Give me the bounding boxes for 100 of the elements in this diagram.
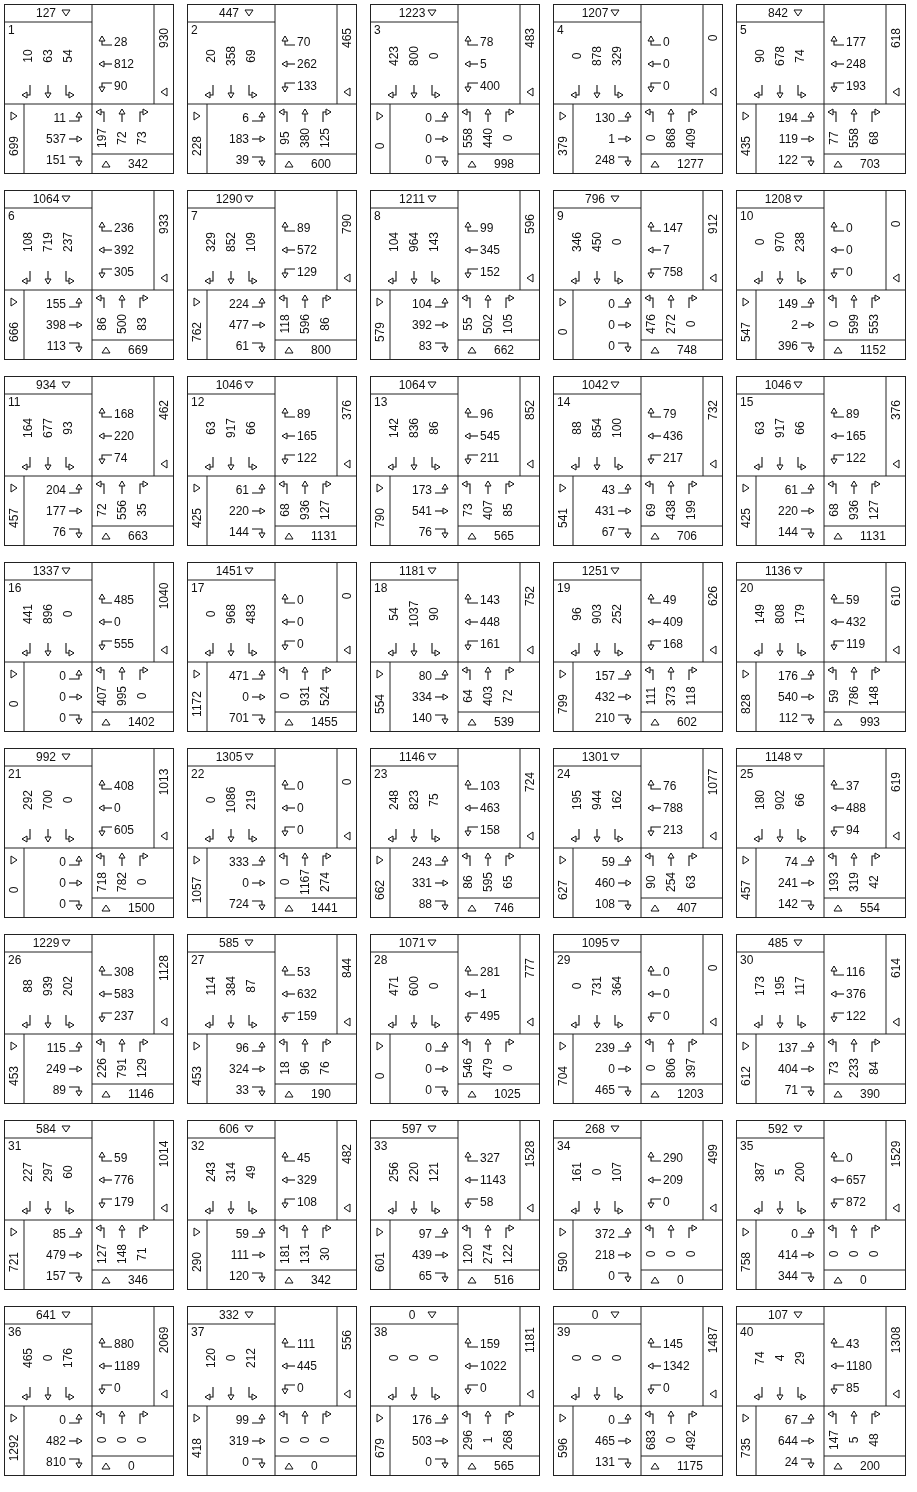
- turn-count: 441: [21, 604, 35, 624]
- turn-count: 45: [297, 1151, 311, 1165]
- turn-count: 86: [427, 421, 441, 435]
- approach-total: 379: [556, 136, 570, 156]
- turn-count: 77: [827, 131, 841, 145]
- turn-count: 0: [297, 593, 304, 607]
- approach-total: 699: [7, 136, 21, 156]
- turn-count: 644: [777, 1434, 798, 1448]
- approach-total: 852: [523, 400, 537, 420]
- turn-count: 61: [235, 483, 249, 497]
- turn-count: 262: [297, 57, 318, 71]
- turn-count: 823: [407, 790, 421, 810]
- turn-count: 28: [114, 35, 128, 49]
- turn-count: 104: [411, 297, 432, 311]
- approach-total: 721: [7, 1252, 21, 1272]
- turn-count: 432: [846, 615, 867, 629]
- turn-count: 0: [242, 876, 249, 890]
- turn-count: 59: [114, 1151, 128, 1165]
- approach-total: 332: [219, 1308, 239, 1322]
- approach-total: 758: [739, 1252, 753, 1272]
- turn-count: 0: [95, 1436, 109, 1444]
- approach-total: 1136: [765, 564, 791, 578]
- turn-count: 290: [663, 1151, 684, 1165]
- turn-count: 197: [95, 128, 109, 148]
- turn-count: 0: [590, 1168, 604, 1176]
- approach-total: 748: [677, 343, 698, 357]
- turn-count: 224: [228, 297, 249, 311]
- turn-count: 334: [411, 690, 432, 704]
- turn-count: 373: [664, 686, 678, 706]
- approach-total: 596: [523, 214, 537, 234]
- intersection-card: [4, 748, 174, 918]
- turn-count: 0: [59, 1413, 66, 1427]
- approach-total: 0: [340, 592, 354, 600]
- turn-count: 193: [846, 79, 867, 93]
- intersection-card: [736, 1306, 906, 1476]
- turn-count: 0: [827, 320, 841, 328]
- turn-count: 0: [663, 79, 670, 93]
- turn-count: 54: [387, 607, 401, 621]
- turn-count: 100: [610, 418, 624, 438]
- approach-total: 1131: [311, 529, 337, 543]
- turn-count: 43: [846, 1337, 860, 1351]
- turn-count: 791: [115, 1058, 129, 1078]
- turn-count: 108: [21, 232, 35, 252]
- turn-count: 0: [425, 1083, 432, 1097]
- turn-count: 152: [480, 265, 501, 279]
- turn-count: 88: [570, 421, 584, 435]
- approach-total: 1146: [128, 1087, 154, 1101]
- turn-count: 61: [235, 339, 249, 353]
- turn-count: 358: [224, 46, 238, 66]
- turn-count: 683: [644, 1430, 658, 1450]
- turn-count: 524: [318, 686, 332, 706]
- turn-count: 409: [684, 128, 698, 148]
- turn-count: 0: [41, 1354, 55, 1362]
- turn-count: 129: [135, 1058, 149, 1078]
- turn-count: 396: [777, 339, 798, 353]
- turn-count: 83: [135, 317, 149, 331]
- turn-count: 701: [228, 711, 249, 725]
- intersection-card: [553, 190, 723, 360]
- turn-count: 115: [46, 1041, 66, 1055]
- turn-count: 71: [135, 1247, 149, 1261]
- approach-total: 606: [219, 1122, 239, 1136]
- turn-count: 1022: [480, 1359, 507, 1373]
- turn-count: 448: [480, 615, 501, 629]
- approach-total: 425: [190, 508, 204, 528]
- turn-count: 0: [425, 132, 432, 146]
- intersection-number: 18: [374, 581, 388, 595]
- approach-total: 1229: [32, 936, 60, 950]
- turn-count: 964: [407, 232, 421, 252]
- turn-count: 408: [114, 779, 135, 793]
- approach-total: 663: [128, 529, 149, 543]
- turn-count: 476: [644, 314, 658, 334]
- approach-total: 746: [494, 901, 515, 915]
- turn-count: 319: [847, 872, 861, 892]
- turn-count: 308: [114, 965, 135, 979]
- intersection-card: [187, 376, 357, 546]
- turn-count: 248: [387, 790, 401, 810]
- turn-count: 149: [777, 297, 798, 311]
- approach-total: 579: [373, 322, 387, 342]
- turn-count: 37: [846, 779, 860, 793]
- turn-count: 409: [663, 615, 684, 629]
- turn-count: 0: [407, 1354, 421, 1362]
- turn-count: 600: [407, 976, 421, 996]
- turn-count: 0: [663, 1009, 670, 1023]
- turn-count: 677: [41, 418, 55, 438]
- turn-count: 1189: [114, 1359, 140, 1373]
- approach-total: 703: [860, 157, 881, 171]
- intersection-number: 1: [8, 23, 15, 37]
- turn-count: 118: [684, 686, 698, 706]
- intersection-number: 27: [191, 953, 205, 967]
- turn-count: 0: [846, 1151, 853, 1165]
- turn-count: 65: [501, 875, 515, 889]
- approach-total: 732: [706, 400, 720, 420]
- turn-count: 89: [297, 221, 311, 235]
- approach-total: 1251: [581, 564, 609, 578]
- turn-count: 29: [793, 1351, 807, 1365]
- turn-count: 324: [228, 1062, 249, 1076]
- turn-count: 0: [278, 878, 292, 886]
- intersection-card: [370, 562, 540, 732]
- turn-count: 241: [777, 876, 798, 890]
- turn-count: 59: [235, 1227, 249, 1241]
